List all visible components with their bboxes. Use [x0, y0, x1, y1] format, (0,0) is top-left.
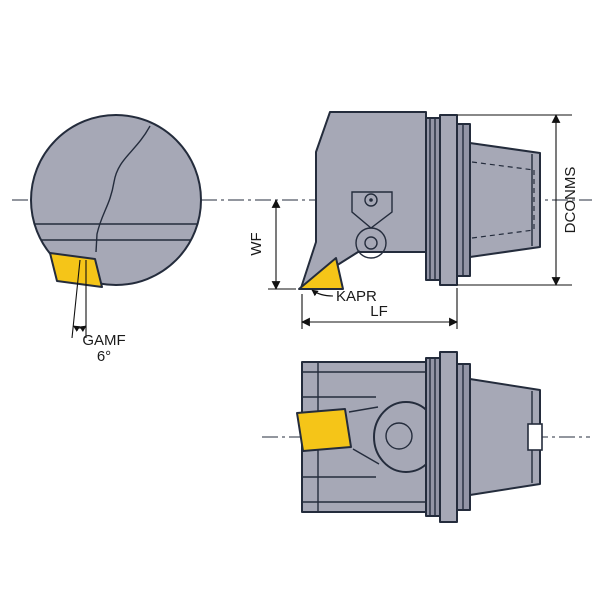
flange-ring-2: [439, 114, 458, 286]
clamp-ellipse-inner: [385, 422, 413, 450]
side-view-shank: [469, 142, 541, 258]
end-view: GAMF 6°: [30, 114, 202, 365]
gamf-label: GAMF: [82, 332, 125, 349]
top-view-shank: [469, 378, 541, 496]
kapr-leader-arrow: [311, 289, 334, 297]
top-view-insert: [296, 408, 352, 452]
top-flange-ring-2: [439, 351, 458, 523]
gamf-angle-lines: [71, 259, 87, 339]
shank-end-slot: [527, 423, 543, 451]
end-view-insert: [49, 252, 103, 288]
dimension-annotations: WF KAPR LF DCONMS: [248, 114, 579, 329]
top-view: [296, 351, 543, 523]
top-flange-groove-lines: [429, 358, 464, 516]
side-view: [298, 111, 541, 290]
lf-label: LF: [370, 303, 388, 320]
clamp-connector-lines: [348, 406, 380, 465]
side-view-head: [300, 111, 427, 289]
gamf-value-label: 6°: [97, 348, 111, 365]
kapr-label: KAPR: [336, 288, 377, 305]
clamp-screw-large: [355, 227, 387, 259]
flange-ring-1: [425, 117, 441, 281]
top-flange-ring-1: [425, 357, 441, 517]
end-view-body: [30, 114, 202, 286]
shank-hidden-bore-lines: [471, 161, 535, 239]
end-view-detail-lines: [35, 125, 197, 253]
clamp-screw-small-center: [369, 198, 373, 202]
dconms-label: DCONMS: [562, 167, 579, 234]
side-view-insert: [298, 257, 344, 290]
clamp-screw-small: [364, 193, 378, 207]
wf-label: WF: [248, 232, 265, 255]
clamp-outline: [351, 191, 393, 229]
gamf-angle-arc: [72, 325, 87, 333]
clamp-screw-large-inner: [364, 236, 378, 250]
flange-groove-lines: [429, 118, 464, 280]
